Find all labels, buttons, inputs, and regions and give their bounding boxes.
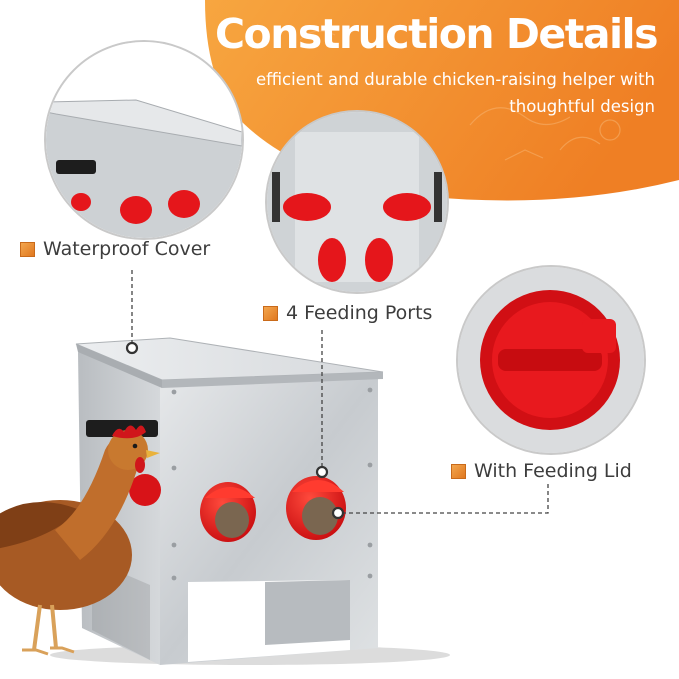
callout-label: With Feeding Lid <box>474 460 632 482</box>
chicken-illustration <box>0 425 160 656</box>
page-subtitle: efficient and durable chicken-raising he… <box>255 70 655 116</box>
orange-square-bullet-icon <box>451 463 466 479</box>
orange-square-bullet-icon <box>263 305 278 321</box>
feeding-port-left <box>200 482 256 542</box>
callout-waterproof-cover: Waterproof Cover <box>20 238 210 260</box>
page-title: Construction Details <box>214 10 659 58</box>
detail-circle-lid <box>456 265 646 455</box>
detail-circle-cover <box>44 40 244 240</box>
callout-label: Waterproof Cover <box>43 238 211 260</box>
detail-circle-inside <box>265 110 449 294</box>
orange-square-bullet-icon <box>20 241 35 257</box>
feeding-port-right <box>286 476 346 540</box>
callout-feeding-ports: 4 Feeding Ports <box>263 302 432 324</box>
callout-feeding-lid: With Feeding Lid <box>451 460 632 482</box>
callout-label: 4 Feeding Ports <box>286 302 433 324</box>
